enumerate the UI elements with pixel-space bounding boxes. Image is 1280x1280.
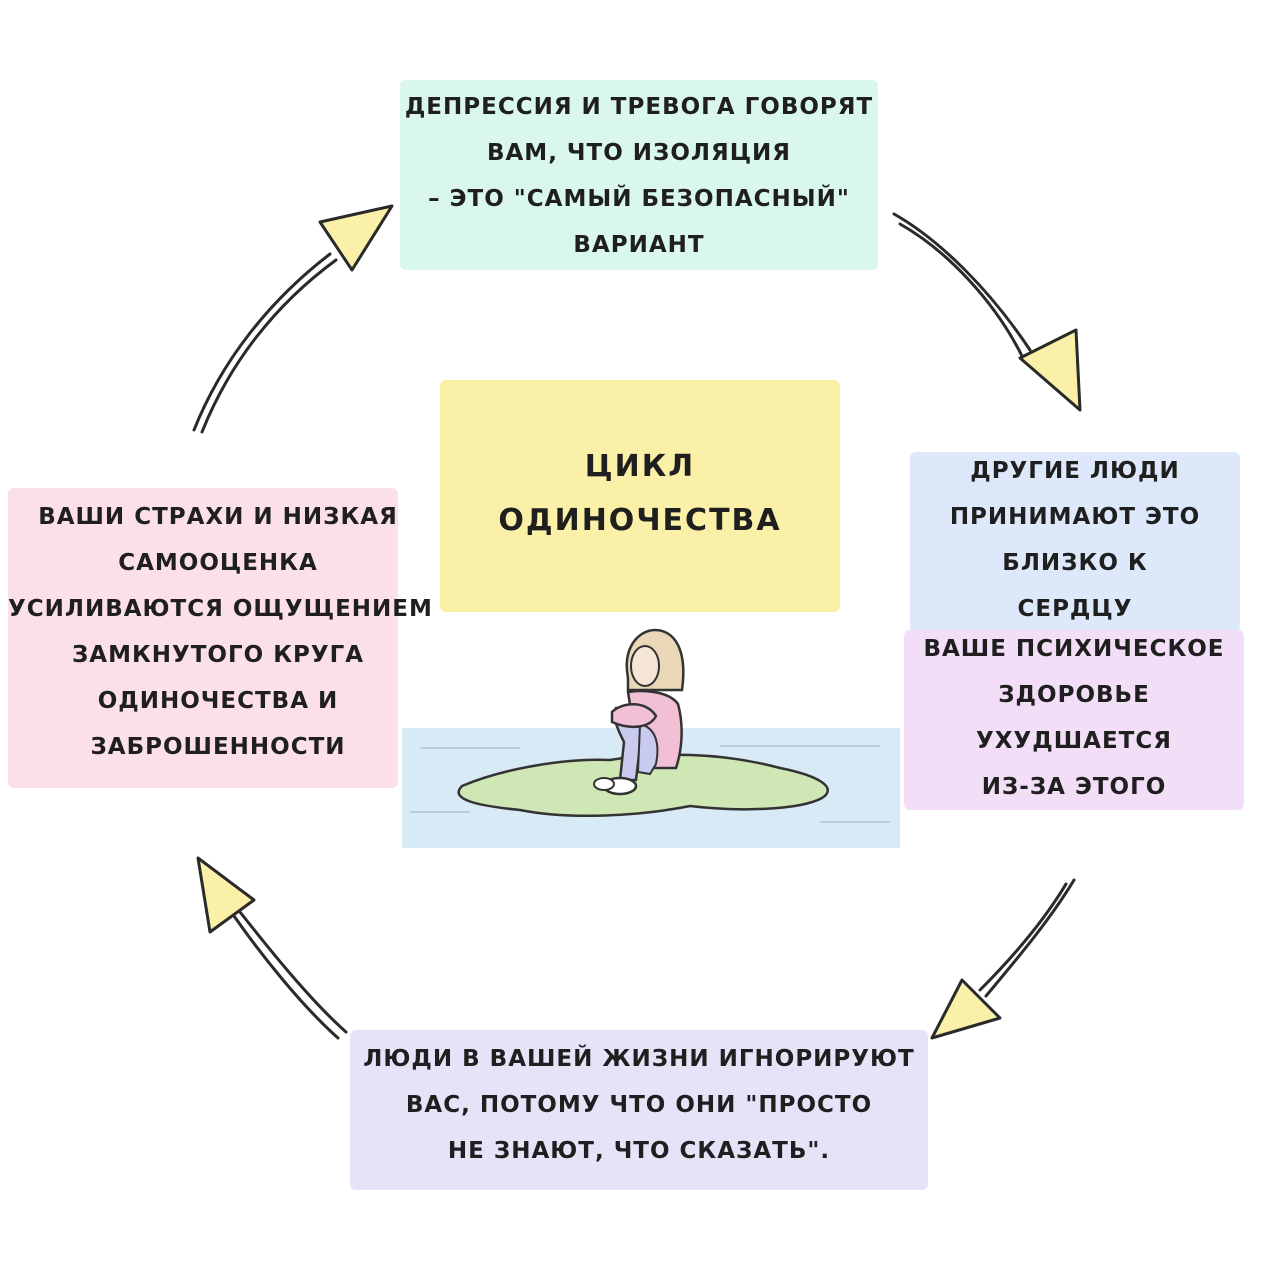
top-line-3: – это "самый безопасный": [428, 186, 850, 212]
center-title-line-2: одиночества: [498, 503, 782, 538]
right-lower-line-1: ваше психическое: [923, 636, 1225, 662]
bottom-text: люди в вашей жизни игнорируют вас, потом…: [350, 1036, 928, 1174]
right-lower-line-2: здоровье: [998, 682, 1150, 708]
arrow-bottom-left-shaft: [238, 910, 348, 1034]
left-line-2: самооценка: [118, 550, 318, 576]
left-line-3: усиливаются ощущением: [8, 596, 433, 622]
top-highlight: [400, 80, 878, 270]
island-shape: [457, 753, 829, 818]
center-title: цикл одиночества: [440, 440, 840, 548]
right-upper-text: другие люди принимают это близко к сердц…: [910, 448, 1240, 632]
top-line-2: вам, что изоляция: [486, 140, 792, 166]
center-highlight: [440, 380, 840, 612]
left-text: Ваши страхи и низкая самооценка усиливаю…: [8, 494, 433, 770]
center-title-line-1: цикл: [584, 449, 696, 484]
top-text: депрессия и тревога говорят вам, что изо…: [400, 84, 878, 268]
left-highlight: [8, 488, 398, 788]
right-upper-highlight: [910, 452, 1240, 632]
right-upper-line-2: принимают это: [949, 504, 1201, 530]
water-area: [402, 728, 900, 848]
right-lower-line-3: ухудшается: [976, 728, 1172, 754]
right-lower-highlight: [904, 630, 1244, 810]
arrow-right-down-head: [930, 978, 1002, 1040]
top-line-1: депрессия и тревога говорят: [404, 94, 874, 120]
right-lower-text: ваше психическое здоровье ухудшается из-…: [904, 626, 1244, 810]
arrow-top-right-shaft: [892, 212, 1032, 352]
arrow-bottom-left-head: [196, 856, 256, 934]
bottom-line-1: люди в вашей жизни игнорируют: [363, 1046, 915, 1072]
left-line-4: замкнутого круга: [71, 642, 365, 668]
top-line-4: вариант: [573, 232, 705, 258]
left-line-1: Ваши страхи и низкая: [38, 504, 398, 530]
bottom-line-3: не знают, что сказать".: [447, 1138, 831, 1164]
arrow-top-right-head: [1018, 328, 1082, 412]
left-line-6: заброшенности: [90, 734, 346, 760]
bottom-line-2: вас, потому что они "просто: [405, 1092, 873, 1118]
arrow-left-up-head: [318, 204, 394, 272]
arrow-right-down-shaft: [984, 878, 1076, 998]
bottom-highlight: [350, 1030, 928, 1190]
right-lower-line-4: из-за этого: [981, 774, 1167, 800]
arrow-left-up-shaft: [192, 252, 332, 432]
right-upper-line-3: близко к: [1002, 550, 1148, 576]
left-line-5: одиночества и: [97, 688, 339, 714]
right-upper-line-1: другие люди: [970, 458, 1180, 484]
right-upper-line-4: сердцу: [1017, 596, 1133, 622]
